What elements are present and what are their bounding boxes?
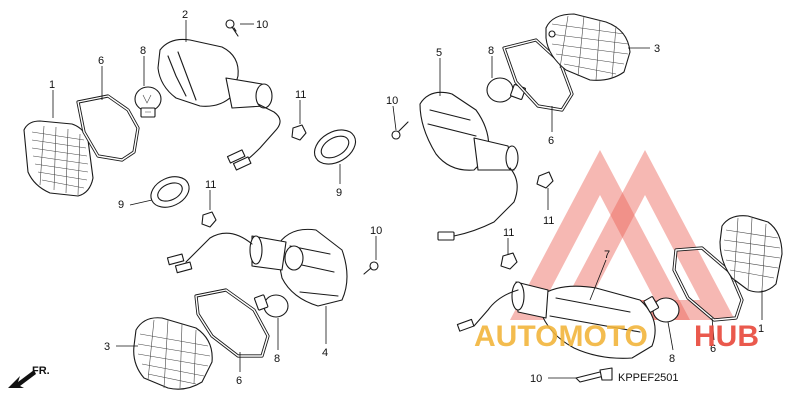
front-label: FR. <box>32 365 50 377</box>
callout-7: 7 <box>604 249 610 261</box>
callout-8-bottom-right: 8 <box>669 353 675 365</box>
screw-10-bottom <box>575 367 613 383</box>
callout-8-bottom-left: 8 <box>274 353 280 365</box>
watermark-brand-part1: AUTOMOTO <box>474 320 648 353</box>
lens-1-top-left <box>23 120 94 197</box>
callout-4: 4 <box>322 347 328 359</box>
nut-11-left-lower <box>201 211 217 228</box>
watermark-text: AUTOMOTO HUB <box>474 320 759 353</box>
watermark-triangle-right <box>555 150 735 320</box>
front-direction-arrow: FR. <box>8 365 50 388</box>
gasket-6-top-right <box>502 38 574 112</box>
housing-2-top-left <box>157 38 281 171</box>
bulb-8-bottom-right <box>643 296 680 323</box>
callout-11-top-left: 11 <box>295 89 306 101</box>
nut-11-right-lower <box>500 252 518 270</box>
bulb-8-top-right <box>486 77 526 103</box>
callout-11-left-lower: 11 <box>205 179 216 191</box>
gasket-6-bottom-left <box>194 288 270 358</box>
arrow-icon <box>8 370 36 388</box>
callout-8-top-right: 8 <box>488 45 494 57</box>
nut-11-top-left <box>291 124 307 141</box>
screw-10-top-right <box>391 121 409 140</box>
seal-ring-9-upper <box>313 129 357 165</box>
screw-10-bottom-left <box>363 261 379 275</box>
callout-9-lower: 9 <box>118 199 124 211</box>
housing-4-bottom-left <box>166 228 348 307</box>
lens-3-bottom-left <box>133 317 213 390</box>
watermark-triangle-left <box>510 150 690 320</box>
callout-11-right-lower: 11 <box>503 227 514 239</box>
callout-10-top: 10 <box>256 19 268 31</box>
callout-6-bottom-right: 6 <box>710 343 716 355</box>
bulb-8-bottom-left <box>253 294 289 318</box>
callout-10-bottom: 10 <box>530 373 542 385</box>
callout-2: 2 <box>182 9 188 21</box>
drawing-code: KPPEF2501 <box>618 372 679 384</box>
part-callouts: 1 6 8 2 10 11 9 9 11 10 4 3 6 8 10 5 8 6… <box>49 9 764 387</box>
lens-3-top-right <box>545 13 631 81</box>
callout-10-bottom-left: 10 <box>370 225 382 237</box>
callout-6-top-right: 6 <box>548 135 554 147</box>
housing-7-bottom-right <box>456 281 656 359</box>
watermark-logo <box>510 150 735 320</box>
watermark-brand-part2: HUB <box>694 320 759 353</box>
housing-5-top-right <box>419 91 519 241</box>
nut-11-right-upper <box>536 171 554 189</box>
gasket-6-bottom-right <box>672 246 744 322</box>
callout-8-top-left: 8 <box>140 45 146 57</box>
callout-3-top-right: 3 <box>654 43 660 55</box>
callout-11-right-upper: 11 <box>543 215 554 227</box>
callout-5: 5 <box>436 47 442 59</box>
callout-1-bottom-right: 1 <box>758 323 764 335</box>
callout-6-bottom-left: 6 <box>236 375 242 387</box>
callout-3-bottom-left: 3 <box>104 341 110 353</box>
lens-1-bottom-right <box>719 215 783 293</box>
callout-6-top-left: 6 <box>98 55 104 67</box>
gasket-6-top-left <box>76 94 140 162</box>
bulb-8-top-left <box>134 86 162 118</box>
callout-9-upper: 9 <box>336 187 342 199</box>
screw-10-top <box>225 19 239 37</box>
callout-10-top-right: 10 <box>386 95 398 107</box>
leader-lines <box>52 20 763 379</box>
callout-1-top-left: 1 <box>49 79 55 91</box>
seal-ring-9-lower <box>150 176 190 208</box>
